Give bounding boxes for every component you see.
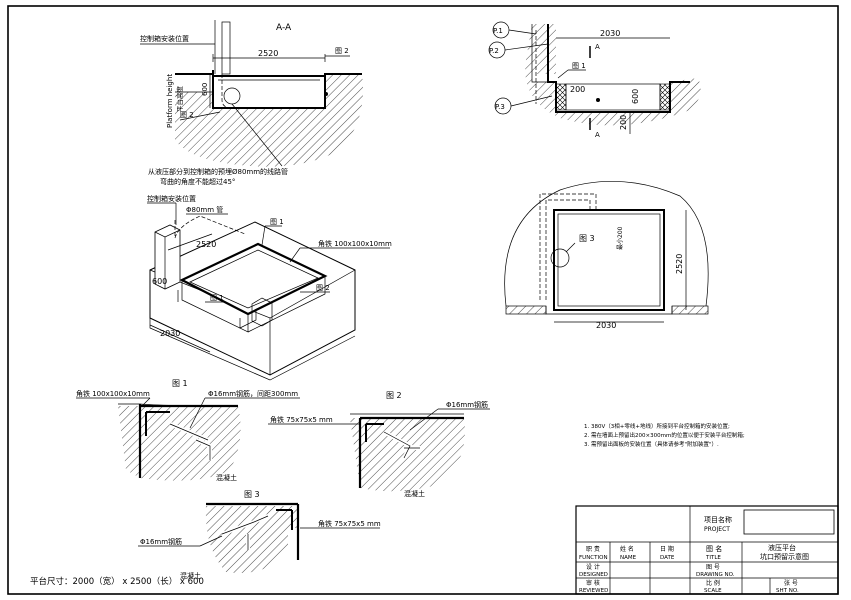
- fig1-title: 图 1: [172, 379, 188, 388]
- tb-project-en: PROJECT: [704, 526, 730, 533]
- tb-title-cn: 图 名: [706, 544, 722, 553]
- fig2-concrete: 混凝土: [404, 489, 425, 498]
- platform-size: 平台尺寸：2000（宽） x 2500（长） x 600: [30, 576, 204, 587]
- fig2-title: 图 2: [386, 391, 402, 400]
- fig3-angle: 角铁 75x75x5 mm: [318, 519, 381, 528]
- tb-reviewed-cn: 审 核: [586, 579, 600, 587]
- label-tu2-a: 图 2: [335, 47, 349, 55]
- tb-date-en: DATE: [660, 555, 675, 561]
- notes: 1. 380V（3相+零线+地线）所接到平台控制箱的安装位置; 2. 需在墙面上…: [584, 422, 745, 448]
- dim-2520: 2520: [258, 49, 278, 58]
- fig3-title: 图 3: [244, 490, 260, 499]
- iso-tu1-b: 图 1: [210, 294, 224, 302]
- fig2-angle: 角铁 75x75x5 mm: [270, 415, 333, 424]
- note-3: 3. 需预留出面板的安装位置（具体请参考"附加装置"）.: [584, 440, 719, 448]
- tb-designed-cn: 设 计: [586, 563, 600, 571]
- embedded-pipe: [221, 74, 233, 109]
- tb-title-value-2: 坑口预留示意图: [760, 552, 809, 561]
- plan-dim-200-a: 200: [570, 85, 585, 94]
- iso-pipe-label: Φ80mm 管: [186, 205, 223, 214]
- tb-name-cn: 姓 名: [620, 545, 634, 553]
- elev-dim-small: 最小200: [616, 226, 624, 250]
- plan-p3: P.3: [495, 103, 505, 111]
- tb-scale-en: SCALE: [704, 588, 722, 594]
- fig3-rebar: Φ16mm钢筋: [140, 537, 182, 546]
- plan-a-top: A: [595, 43, 600, 51]
- detail-fig1: 图 1 角铁 100x100x10mm Φ16mm钢筋，间距300mm 混凝土: [76, 379, 300, 482]
- tb-designed-en: DESIGNED: [579, 572, 608, 578]
- fig3-concrete: 混凝土: [180, 571, 201, 580]
- tb-drawing-no-en: DRAWING NO.: [696, 572, 735, 578]
- plan-dim-2030: 2030: [600, 29, 620, 38]
- note-pipe: 从液压部分到控制箱的预埋Ø80mm的线路管: [148, 167, 288, 176]
- iso-label-control-box: 控制箱安装位置: [147, 194, 196, 203]
- iso-dim-line-2030: [149, 324, 211, 353]
- section-title: A-A: [276, 23, 292, 33]
- elev-outline: [504, 180, 709, 307]
- iso-dim-2030: 2030: [160, 329, 180, 338]
- plan-p2: P.2: [489, 47, 499, 55]
- iso-dim-2520: 2520: [196, 240, 216, 249]
- sheet-border: [7, 5, 839, 595]
- label-tu2-b: 图 2: [180, 111, 194, 119]
- note-2: 2. 需在墙面上预留出200×300mm的位置以便于安装平台控制箱;: [584, 431, 745, 439]
- isometric-view: 2520 600 2030 控制箱安装位置 Φ80mm 管 图 1 角铁 100…: [147, 194, 392, 381]
- tb-drawing-no-cn: 图 号: [706, 564, 720, 571]
- title-block: 项目名称 PROJECT 职 责 FUNCTION 姓 名 NAME 日 期 D…: [575, 505, 839, 595]
- project-name-box: [743, 509, 835, 535]
- elev-dim-2030: 2030: [596, 321, 616, 330]
- tb-reviewed-en: REVIEWED: [579, 588, 608, 594]
- platform-height-en: Platform height: [166, 74, 174, 128]
- iso-tu2: 图 2: [316, 284, 330, 292]
- tb-scale-cn: 比 例: [706, 579, 720, 587]
- plan-view: 2030 200 600 200 A A P.1 P.2 P.3 图 1: [488, 21, 701, 139]
- iso-control-box: [154, 224, 181, 290]
- ground-hatch: [175, 74, 364, 167]
- elev-frame: [553, 209, 665, 311]
- tb-project-cn: 项目名称: [704, 515, 732, 524]
- dim-600: 600: [201, 83, 209, 96]
- note-1: 1. 380V（3相+零线+地线）所接到平台控制箱的安装位置;: [584, 422, 730, 430]
- tb-function-cn: 职 责: [586, 545, 600, 553]
- detail-fig2: 图 2 角铁 75x75x5 mm Φ16mm钢筋 混凝土: [268, 391, 490, 498]
- tb-sheet-en: SHT NO.: [776, 588, 799, 594]
- tb-title-en: TITLE: [705, 555, 721, 561]
- pit-outline: [175, 73, 362, 109]
- iso-pipe: [174, 215, 246, 239]
- section-a-a-view: A-A 2520 600 Platform height 平台高度 控制箱安装位…: [140, 20, 364, 186]
- platform-height-cn: 平台高度: [175, 86, 184, 113]
- fig1-angle: 角铁 100x100x10mm: [76, 389, 150, 398]
- label-control-box: 控制箱安装位置: [140, 34, 189, 43]
- tb-sheet-cn: 张 号: [784, 579, 798, 587]
- elev-dim-2520: 2520: [675, 254, 684, 274]
- iso-angle-label: 角铁 100x100x10mm: [318, 239, 392, 248]
- elev-tu3: 图 3: [579, 234, 595, 243]
- tb-date-cn: 日 期: [660, 545, 674, 553]
- plan-a-bottom: A: [595, 131, 600, 139]
- elevation-view: 图 3 最小200 2520 2030: [504, 180, 709, 330]
- fig1-concrete: 混凝土: [216, 473, 237, 482]
- tb-title-value-1: 液压平台: [768, 543, 796, 552]
- note-angle: 弯曲的角度不能超过45°: [160, 177, 235, 186]
- plan-p1: P.1: [493, 27, 503, 35]
- detail-fig3: 图 3 角铁 75x75x5 mm Φ16mm钢筋 混凝土: [138, 490, 381, 580]
- fig2-rebar: Φ16mm钢筋: [446, 400, 488, 409]
- tb-name-en: NAME: [620, 555, 637, 561]
- plan-tu1: 图 1: [572, 62, 586, 70]
- fig1-rebar: Φ16mm钢筋，间距300mm: [208, 389, 298, 398]
- plan-dim-200-b: 200: [619, 115, 628, 130]
- iso-dim-600: 600: [152, 277, 167, 286]
- tb-function-en: FUNCTION: [579, 555, 608, 561]
- plan-dim-600: 600: [631, 89, 640, 104]
- control-box-post: [221, 21, 231, 75]
- iso-tu1-a: 图 1: [270, 218, 284, 226]
- drain-point: [324, 92, 328, 96]
